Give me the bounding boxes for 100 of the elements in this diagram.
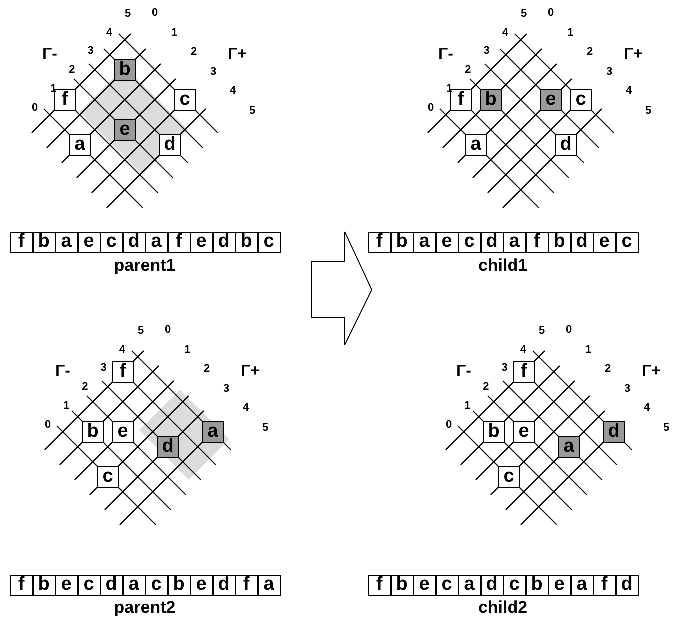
sequence-cell: e xyxy=(413,575,436,596)
axis-number: 4 xyxy=(242,402,250,414)
module-box: a xyxy=(202,421,224,443)
axis-number: 0 xyxy=(548,7,554,19)
axis-number: 5 xyxy=(538,324,546,337)
sequence-cell: b xyxy=(168,575,190,596)
sequence-symbol: Γ+ xyxy=(624,46,643,64)
module-box: c xyxy=(498,466,520,488)
axis-number: 2 xyxy=(465,64,472,76)
axis-number: 0 xyxy=(164,324,172,336)
axis-number: 5 xyxy=(520,8,528,20)
sequence-cell: d xyxy=(100,575,123,596)
sequence-symbol: Γ- xyxy=(438,46,454,64)
axis-number: 4 xyxy=(119,344,126,356)
sequence-cell: d xyxy=(212,575,236,596)
axis-number: 4 xyxy=(230,85,236,97)
sequence-cell: c xyxy=(258,232,280,253)
sequence-cell: c xyxy=(503,575,526,596)
sequence-cell: a xyxy=(413,232,436,253)
panel-caption: parent2 xyxy=(114,598,176,618)
module-box: d xyxy=(555,134,577,156)
module-box: e xyxy=(540,89,562,111)
sequence-symbol: Γ+ xyxy=(642,363,661,381)
axis-number: 2 xyxy=(82,381,88,393)
axis-number: 5 xyxy=(124,8,132,20)
module-box: e xyxy=(114,119,136,141)
axis-number: 3 xyxy=(210,66,217,78)
sequence-cell: a xyxy=(145,232,168,253)
axis-number: 3 xyxy=(88,45,94,58)
panel-caption: child2 xyxy=(478,598,528,618)
axis-number: 2 xyxy=(483,381,490,393)
sequence-cell: b xyxy=(32,575,56,596)
axis-number: 0 xyxy=(44,418,52,430)
sequence-cell: c xyxy=(145,575,168,596)
module-box: d xyxy=(603,421,625,443)
sequence-symbol: Γ+ xyxy=(228,46,247,64)
axis-number: 2 xyxy=(190,46,198,58)
module-box: f xyxy=(112,361,134,383)
module-box: f xyxy=(513,361,535,383)
axis-number: 2 xyxy=(604,363,612,375)
axis-number: 5 xyxy=(663,422,670,434)
axis-number: 0 xyxy=(446,418,452,430)
sequence-cell: c xyxy=(616,232,638,253)
module-box: c xyxy=(570,89,592,111)
sequence-cell: f xyxy=(235,575,258,596)
module-box: c xyxy=(97,466,119,488)
sequence-cell: e xyxy=(78,232,100,253)
axis-number: 1 xyxy=(464,400,471,412)
sequence-cell: c xyxy=(436,575,458,596)
sequence-cell: a xyxy=(258,575,280,596)
axis-number: 1 xyxy=(171,26,178,38)
sequence-symbol: Γ- xyxy=(42,46,58,64)
module-box: a xyxy=(69,134,91,156)
axis-number: 0 xyxy=(428,102,434,114)
sequence-cell: d xyxy=(480,575,504,596)
module-box: f xyxy=(54,89,76,111)
sequence-symbol: Γ+ xyxy=(241,363,260,381)
module-box: b xyxy=(483,421,505,443)
axis-number: 5 xyxy=(645,104,652,116)
sequence-cell: c xyxy=(458,232,481,253)
module-box: c xyxy=(174,89,196,111)
axis-number: 5 xyxy=(138,324,144,337)
axis-number: 3 xyxy=(223,382,230,394)
sequence-cell: a xyxy=(458,575,481,596)
module-box: f xyxy=(450,89,472,111)
sequence-cell: f xyxy=(10,232,33,253)
module-box: b xyxy=(114,59,136,81)
module-box: e xyxy=(112,421,134,443)
axis-number: 1 xyxy=(567,26,574,38)
sequence-cell: d xyxy=(212,232,236,253)
module-box: b xyxy=(480,89,502,111)
module-box: b xyxy=(82,421,104,443)
axis-number: 2 xyxy=(204,363,210,375)
sequence-cell: e xyxy=(593,232,616,253)
axis-number: 4 xyxy=(502,26,508,38)
axis-number: 2 xyxy=(586,46,594,58)
sequence-cell: e xyxy=(55,575,78,596)
sequence-cell: d xyxy=(616,575,638,596)
sequence-cell: f xyxy=(168,232,190,253)
axis-number: 3 xyxy=(502,362,508,374)
sequence-cell: c xyxy=(78,575,100,596)
module-box: d xyxy=(159,134,181,156)
panel-caption: parent1 xyxy=(114,256,176,276)
sequence-cell: f xyxy=(368,232,391,253)
axis-number: 0 xyxy=(32,102,38,114)
axis-number: 4 xyxy=(520,344,526,356)
sequence-symbol: Γ- xyxy=(56,363,70,381)
axis-number: 1 xyxy=(184,344,191,356)
axis-number: 1 xyxy=(64,400,70,412)
sequence-cell: e xyxy=(190,575,213,596)
axis-number: 3 xyxy=(484,45,490,58)
sequence-cell: c xyxy=(100,232,123,253)
panel-caption: child1 xyxy=(478,256,528,276)
sequence-cell: e xyxy=(548,575,571,596)
sequence-cell: e xyxy=(190,232,213,253)
axis-number: 4 xyxy=(644,402,650,414)
sequence-cell: b xyxy=(526,575,548,596)
sequence-cell: b xyxy=(32,232,56,253)
sequence-cell: f xyxy=(593,575,616,596)
sequence-cell: a xyxy=(122,575,146,596)
